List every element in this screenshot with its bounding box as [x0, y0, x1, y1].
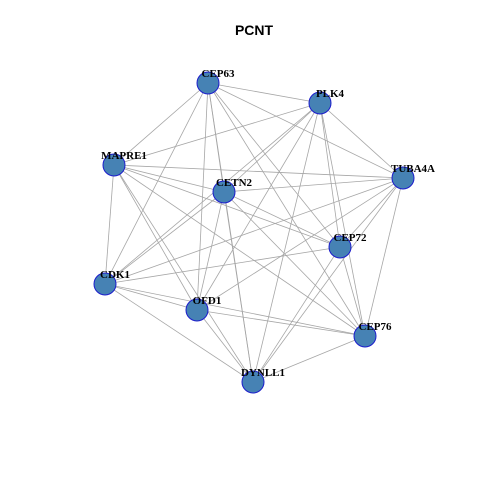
- edge-plk4-cdk1: [104, 102, 321, 285]
- edge-plk4-mapre1: [113, 102, 321, 166]
- node-circle[interactable]: [93, 272, 117, 296]
- edge-plk4-cetn2: [223, 102, 321, 193]
- edge-plk4-dynll1: [252, 102, 321, 383]
- edge-cep63-ofd1: [196, 82, 209, 311]
- edge-tuba4a-cdk1: [104, 177, 404, 285]
- edge-cep63-tuba4a: [207, 82, 404, 179]
- edge-mapre1-tuba4a: [113, 164, 404, 179]
- node-label: CEP63: [202, 68, 236, 80]
- node-ofd1[interactable]: OFD1: [185, 295, 222, 322]
- edge-layer: [104, 82, 404, 383]
- edge-cep63-cdk1: [104, 82, 209, 285]
- edge-tuba4a-ofd1: [196, 177, 404, 311]
- edge-cetn2-ofd1: [196, 191, 225, 311]
- node-label: CDK1: [100, 269, 130, 281]
- node-label: OFD1: [193, 295, 222, 307]
- edge-mapre1-dynll1: [113, 164, 254, 383]
- edge-cetn2-cep72: [223, 191, 341, 248]
- node-cep72[interactable]: CEP72: [328, 232, 368, 259]
- edge-cetn2-cdk1: [104, 191, 225, 285]
- node-circle[interactable]: [102, 153, 126, 177]
- edge-cdk1-ofd1: [104, 283, 198, 311]
- node-circle[interactable]: [391, 166, 415, 190]
- node-circle[interactable]: [241, 370, 265, 394]
- edge-plk4-ofd1: [196, 102, 321, 311]
- node-label: PLK4: [316, 88, 345, 100]
- edge-ofd1-dynll1: [196, 309, 254, 383]
- edge-cdk1-dynll1: [104, 283, 254, 383]
- edge-cetn2-tuba4a: [223, 177, 404, 193]
- node-tuba4a[interactable]: TUBA4A: [391, 163, 435, 190]
- node-plk4[interactable]: PLK4: [308, 88, 345, 115]
- node-label: CETN2: [216, 177, 253, 189]
- edge-ofd1-cep76: [196, 309, 366, 337]
- node-circle[interactable]: [328, 235, 352, 259]
- edge-mapre1-cep76: [113, 164, 366, 337]
- diagram-title: PCNT: [235, 22, 274, 38]
- node-circle[interactable]: [353, 324, 377, 348]
- node-circle[interactable]: [308, 91, 332, 115]
- node-circle[interactable]: [185, 298, 209, 322]
- edge-mapre1-cetn2: [113, 164, 225, 193]
- node-cep63[interactable]: CEP63: [196, 68, 236, 95]
- node-label: MAPRE1: [101, 150, 147, 162]
- edge-cep63-mapre1: [113, 82, 209, 166]
- edge-tuba4a-cep72: [339, 177, 404, 248]
- edge-mapre1-cdk1: [104, 164, 115, 285]
- edge-plk4-cep76: [319, 102, 366, 337]
- edge-mapre1-ofd1: [113, 164, 198, 311]
- edge-cetn2-cep76: [223, 191, 366, 337]
- edge-cetn2-dynll1: [223, 191, 254, 383]
- node-cep76[interactable]: CEP76: [353, 321, 393, 348]
- edge-cep63-cep76: [207, 82, 366, 337]
- node-dynll1[interactable]: DYNLL1: [241, 367, 285, 394]
- node-label: DYNLL1: [241, 367, 285, 379]
- edge-mapre1-cep72: [113, 164, 341, 248]
- node-label: TUBA4A: [391, 163, 435, 175]
- node-circle[interactable]: [196, 71, 220, 95]
- edge-cep63-plk4: [207, 82, 321, 104]
- node-cdk1[interactable]: CDK1: [93, 269, 130, 296]
- edge-cep72-cdk1: [104, 246, 341, 285]
- edge-cdk1-cep76: [104, 283, 366, 337]
- node-mapre1[interactable]: MAPRE1: [101, 150, 147, 177]
- edge-cep76-dynll1: [252, 335, 366, 383]
- node-circle[interactable]: [212, 180, 236, 204]
- node-label: CEP72: [334, 232, 368, 244]
- node-cetn2[interactable]: CETN2: [212, 177, 253, 204]
- edge-plk4-tuba4a: [319, 102, 404, 179]
- edge-tuba4a-cep76: [364, 177, 404, 337]
- edge-cep72-cep76: [339, 246, 366, 337]
- edge-cep63-cep72: [207, 82, 341, 248]
- node-label: CEP76: [359, 321, 393, 333]
- edge-cep72-dynll1: [252, 246, 341, 383]
- edge-tuba4a-dynll1: [252, 177, 404, 383]
